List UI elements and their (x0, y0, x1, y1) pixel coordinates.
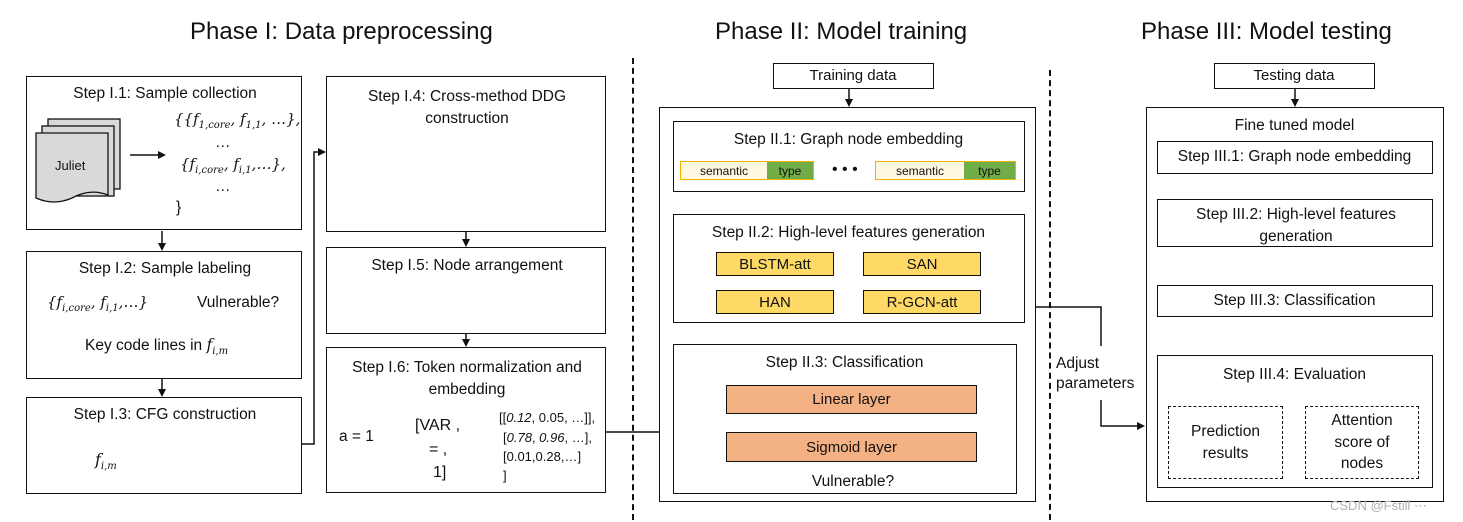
step3-4-title: Step III.4: Evaluation (1222, 366, 1367, 383)
step3-2-title: Step III.2: High-level features generati… (1196, 206, 1396, 245)
fine-tuned-model-label: Fine tuned model (1234, 117, 1355, 134)
step1-1-title: Step I.1: Sample collection (73, 85, 257, 102)
step1-3-title: Step I.3: CFG construction (73, 406, 257, 423)
set-line-5: } (176, 199, 182, 216)
vector-3: [0.01,0.28,…] (503, 449, 582, 464)
phase2-title: Phase II: Model training (715, 18, 968, 45)
phase-separator-1 (632, 58, 634, 520)
linear-layer: Linear layer (726, 385, 977, 414)
step1-2-result: Vulnerable? (197, 294, 280, 311)
step1-2-box: Step I.2: Sample labeling {fi,core, fi,1… (26, 251, 302, 379)
step1-6-title: Step I.6: Token normalization and embedd… (352, 359, 582, 399)
prediction-results-box: Prediction results (1168, 406, 1283, 479)
token-3: 1] (433, 464, 447, 481)
semantic-segment: semantic (876, 162, 964, 179)
step1-2-title: Step I.2: Sample labeling (78, 260, 252, 277)
testing-data-box: Testing data (1214, 63, 1375, 89)
step2-3-box: Step II.3: Classification (673, 344, 1017, 494)
type-segment: type (964, 162, 1015, 179)
juliet-label: Juliet (55, 158, 86, 173)
step3-3-title: Step III.3: Classification (1213, 292, 1376, 309)
set-line-4: … (215, 178, 231, 195)
model-san: SAN (863, 252, 981, 276)
model-blstm-att: BLSTM-att (716, 252, 834, 276)
embedding-vector-2: semantic type (875, 161, 1016, 180)
set-line-2: … (215, 134, 231, 151)
step1-3-var: fi,m (95, 450, 117, 473)
training-data-box: Training data (773, 63, 934, 89)
phase-separator-2 (1049, 70, 1051, 520)
step2-1-title: Step II.1: Graph node embedding (733, 131, 964, 148)
step1-2-set: {fi,core, fi,1,…} (47, 293, 148, 314)
step2-3-title: Step II.3: Classification (765, 354, 924, 371)
sigmoid-layer: Sigmoid layer (726, 432, 977, 462)
step1-3-box: Step I.3: CFG construction fi,m (26, 397, 302, 494)
testing-data-label: Testing data (1253, 67, 1335, 84)
token-2: = , (429, 441, 448, 458)
step3-1-title: Step III.1: Graph node embedding (1177, 148, 1412, 165)
model-han: HAN (716, 290, 834, 314)
step2-1-box: Step II.1: Graph node embedding (673, 121, 1025, 192)
watermark: CSDN @Fstill ⋯ (1330, 498, 1427, 513)
set-line-3: {fi,core, fi,1,…}, (180, 155, 286, 176)
type-segment: type (767, 162, 813, 179)
phase1-title: Phase I: Data preprocessing (190, 18, 493, 45)
step2-3-output: Vulnerable? (811, 473, 895, 490)
step3-3-box: Step III.3: Classification (1157, 285, 1433, 317)
step2-2-title: Step II.2: High-level features generatio… (711, 224, 986, 241)
step1-4-title: Step I.4: Cross-method DDG construction (367, 88, 567, 128)
vector-1: [[0.12, 0.05, …]], (499, 410, 596, 425)
phase3-title: Phase III: Model testing (1141, 18, 1392, 45)
embedding-vector-1: semantic type (680, 161, 814, 180)
step1-5-box: Step I.5: Node arrangement (326, 247, 606, 334)
step1-1-box: Step I.1: Sample collection (26, 76, 302, 230)
vector-2: [0.78, 0.96, …], (503, 430, 592, 445)
token-1: [VAR , (415, 417, 461, 434)
step1-2-keylines: Key code lines in fi,m (85, 336, 229, 358)
step3-2-box: Step III.2: High-level features generati… (1157, 199, 1433, 247)
step1-4-box: Step I.4: Cross-method DDG construction (326, 76, 606, 232)
vector-4: ] (503, 468, 507, 483)
adjust-parameters-label: Adjust parameters (1056, 355, 1135, 393)
ellipsis-dots: • • • (832, 161, 858, 178)
semantic-segment: semantic (681, 162, 767, 179)
model-r-gcn-att: R-GCN-att (863, 290, 981, 314)
step3-1-box: Step III.1: Graph node embedding (1157, 141, 1433, 174)
step1-5-title: Step I.5: Node arrangement (371, 257, 563, 274)
step3-4-box: Step III.4: Evaluation (1157, 355, 1433, 488)
step1-6-input: a = 1 (339, 428, 374, 445)
attention-score-box: Attention score of nodes (1305, 406, 1419, 479)
step1-6-box: Step I.6: Token normalization and embedd… (326, 347, 606, 493)
set-line-1: {{f1,core, f1,1, …}, (174, 110, 301, 131)
training-data-label: Training data (809, 67, 897, 84)
